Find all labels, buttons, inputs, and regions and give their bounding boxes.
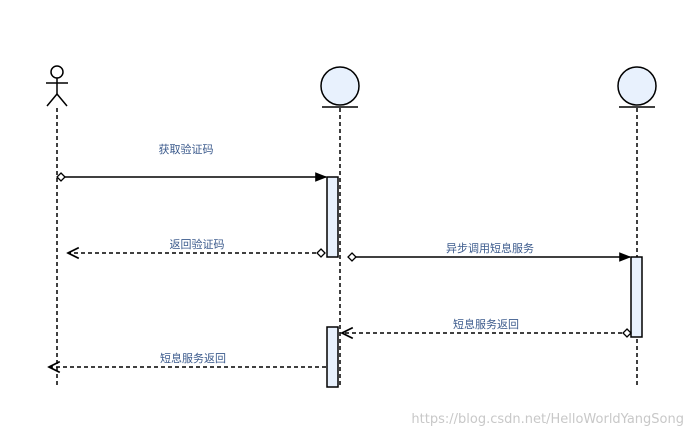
message-label: 返回验证码 [170, 237, 225, 251]
actor-user [46, 65, 68, 107]
message-get-code: 获取验证码 [56, 142, 328, 182]
activation-server-2 [326, 326, 339, 388]
watermark-text: https://blog.csdn.net/HelloWorldYangSong [411, 412, 684, 427]
entity-sms-service [617, 66, 657, 108]
activation-sms-service [630, 256, 643, 338]
message-label: 异步调用短息服务 [446, 241, 534, 255]
message-label: 短息服务返回 [453, 317, 519, 331]
message-sms-return-server: 短息服务返回 [342, 317, 632, 337]
message-async-sms-call: 异步调用短息服务 [347, 241, 632, 262]
activation-server-1 [326, 176, 339, 258]
message-sms-return-user: 短息服务返回 [49, 351, 326, 367]
message-label: 短息服务返回 [160, 351, 226, 365]
message-label: 获取验证码 [159, 142, 214, 156]
entity-server [320, 66, 360, 108]
message-return-code: 返回验证码 [68, 237, 326, 257]
